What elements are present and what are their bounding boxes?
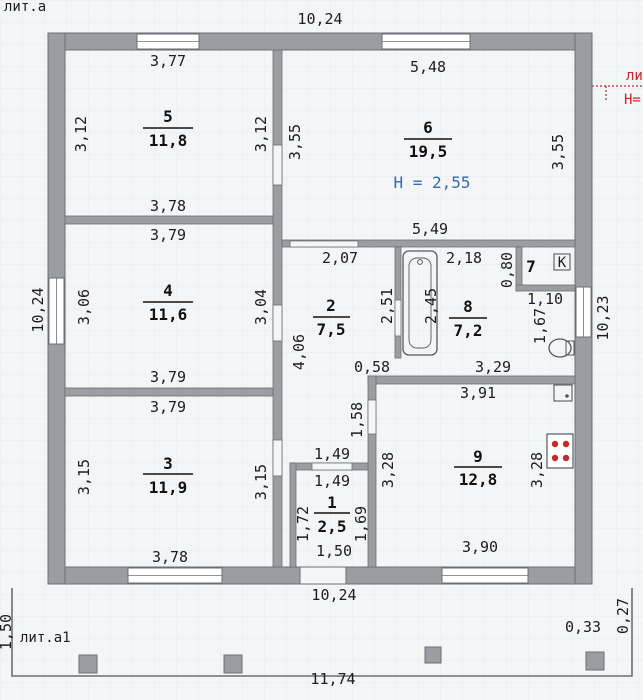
dim-r5-top: 3,77 <box>150 52 186 70</box>
stove-burner-icon <box>551 440 570 462</box>
bathtub-drain-icon <box>417 259 423 265</box>
boiler-fixture <box>553 253 571 271</box>
dim-r7-width: 1,10 <box>527 290 563 308</box>
dim-r1-top: 1,49 <box>314 445 350 463</box>
entrance-door <box>299 566 347 585</box>
dim-annex-depth: 1,50 <box>0 614 15 650</box>
dim-r8-bottom: 3,29 <box>475 358 511 376</box>
sink-tap-icon <box>565 394 569 398</box>
room-4-number: 4 <box>163 281 173 300</box>
toilet-fixture <box>548 338 572 358</box>
dim-r4-top: 3,79 <box>150 226 186 244</box>
bathtub-inner <box>408 257 432 349</box>
dim-r4-bottom: 3,79 <box>150 368 186 386</box>
dim-r2-right: 2,51 <box>378 288 396 324</box>
annex-post <box>424 646 442 664</box>
interior-doors <box>272 144 402 477</box>
dim-r9-left: 3,28 <box>379 452 397 488</box>
dim-r9-right: 3,28 <box>528 452 546 488</box>
dim-annex-small-a: 0,33 <box>565 618 601 636</box>
dim-r3-right: 3,15 <box>252 464 270 500</box>
kitchen-mark: К <box>558 255 567 271</box>
dim-top-overall: 10,24 <box>297 10 342 28</box>
dim-annex-width: 11,74 <box>310 670 355 688</box>
dim-r6-bottom: 5,49 <box>412 220 448 238</box>
room-9-area: 12,8 <box>459 470 498 489</box>
room-8-number: 8 <box>463 297 473 316</box>
annex-post <box>78 654 98 674</box>
room-2-number: 2 <box>326 296 336 315</box>
dim-bottom-overall: 10,24 <box>311 586 356 604</box>
dim-r9-top: 3,91 <box>460 384 496 402</box>
dim-r6-top: 5,48 <box>410 58 446 76</box>
room-9-number: 9 <box>473 447 483 466</box>
sink-fixture <box>553 384 573 402</box>
dim-right-overall: 10,23 <box>594 295 612 340</box>
room-1-area: 2,5 <box>318 517 347 536</box>
dim-r3-bottom: 3,78 <box>152 548 188 566</box>
dim-r6-right: 3,55 <box>549 134 567 170</box>
dim-r8-left: 2,45 <box>422 288 440 324</box>
room-1-number: 1 <box>327 493 337 512</box>
room-5-area: 11,8 <box>149 131 188 150</box>
room-5-number: 5 <box>163 107 173 126</box>
lit-a1-label: лит.а1 <box>20 630 71 646</box>
stove-fixture <box>546 433 574 469</box>
window-mullions <box>56 41 584 576</box>
ceiling-height-note: H = 2,55 <box>393 173 470 192</box>
area-fraction-bars <box>143 127 502 514</box>
annex-post <box>223 654 243 674</box>
dim-r8-right: 1,67 <box>531 308 549 344</box>
room-3-number: 3 <box>163 454 173 473</box>
dim-r1-left: 1,72 <box>294 506 312 542</box>
room-8-area: 7,2 <box>454 321 483 340</box>
dim-r3-top: 3,79 <box>150 398 186 416</box>
dim-r7-height: 0,80 <box>498 252 516 288</box>
room-7-number: 7 <box>526 257 536 276</box>
dim-r5-bottom: 3,78 <box>150 197 186 215</box>
lit-a-label: лит.а <box>4 0 46 15</box>
dim-r2-left: 4,06 <box>290 334 308 370</box>
dim-r9-bottom: 3,90 <box>462 538 498 556</box>
dim-r5-left: 3,12 <box>72 116 90 152</box>
room-3-area: 11,9 <box>149 478 188 497</box>
room-4-area: 11,6 <box>149 305 188 324</box>
room-6-number: 6 <box>423 118 433 137</box>
bathtub-fixture <box>402 250 438 356</box>
dim-r4-right: 3,04 <box>252 289 270 325</box>
lit-right-label: ли <box>626 68 643 84</box>
dim-r5-right: 3,12 <box>252 116 270 152</box>
room-2-area: 7,5 <box>317 320 346 339</box>
dim-r1-top2: 1,49 <box>314 472 350 490</box>
dim-r3-left: 3,15 <box>75 459 93 495</box>
dim-corridor-seg: 1,58 <box>348 402 366 438</box>
dim-annex-small-b: 0,27 <box>614 598 632 634</box>
annex-post <box>585 651 605 671</box>
dim-r6-left: 3,55 <box>286 124 304 160</box>
annex-outline <box>11 588 633 677</box>
dim-r1-right: 1,69 <box>352 506 370 542</box>
dim-r1-bottom: 1,50 <box>316 542 352 560</box>
dim-left-overall: 10,24 <box>29 287 47 332</box>
dim-r4-left: 3,06 <box>75 289 93 325</box>
toilet-tank <box>565 340 575 356</box>
dim-r2-bottom: 0,58 <box>354 358 390 376</box>
room-6-area: 19,5 <box>409 142 448 161</box>
dim-r2-top: 2,07 <box>322 249 358 267</box>
dim-r8-top: 2,18 <box>446 249 482 267</box>
h-right-label: Н= <box>624 92 641 108</box>
